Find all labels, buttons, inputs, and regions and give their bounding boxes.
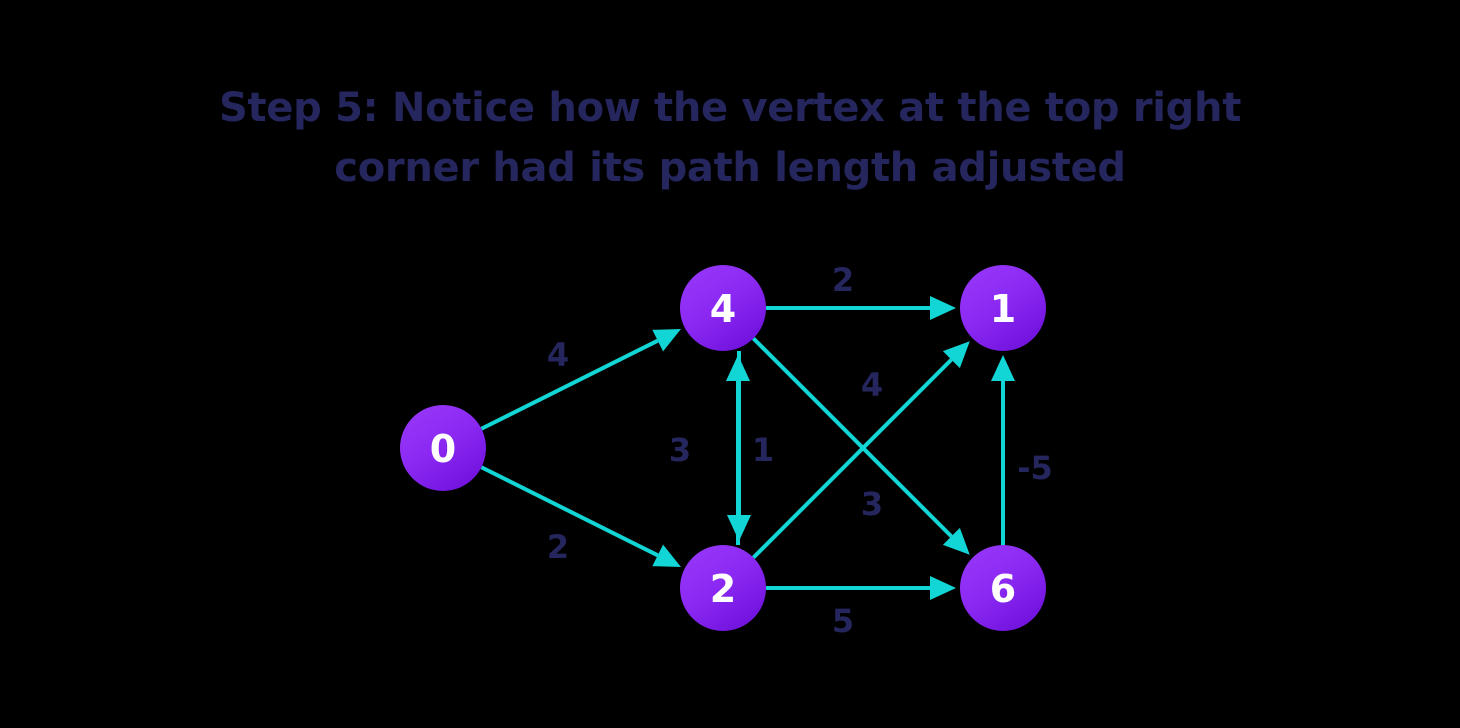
arrowhead-2-to-6 bbox=[930, 576, 956, 600]
arrowhead-6-to-1 bbox=[991, 355, 1015, 381]
node-label-1: 1 bbox=[990, 287, 1016, 331]
graph-node-2[interactable]: 2 bbox=[680, 545, 766, 631]
graph-node-1[interactable]: 1 bbox=[960, 265, 1046, 351]
arrowhead-0-to-2 bbox=[652, 544, 681, 567]
edge-2-to-1 bbox=[751, 358, 953, 560]
edge-0-to-2 bbox=[480, 465, 659, 558]
edge-weight-4-to-2: 3 bbox=[669, 431, 691, 469]
node-label-2: 2 bbox=[710, 567, 736, 611]
edge-weight-0-to-4: 4 bbox=[547, 336, 569, 374]
edge-weight-4-to-1: 2 bbox=[832, 261, 854, 299]
graph-node-0[interactable]: 0 bbox=[400, 405, 486, 491]
node-label-4: 4 bbox=[710, 287, 736, 331]
edge-weight-0-to-2: 2 bbox=[547, 528, 569, 566]
node-circle-0[interactable] bbox=[400, 405, 486, 491]
arrowhead-0-to-4 bbox=[652, 329, 681, 352]
edge-4-to-6 bbox=[751, 336, 953, 538]
edge-weight-2-to-4: 1 bbox=[752, 431, 774, 469]
graph-node-4[interactable]: 4 bbox=[680, 265, 766, 351]
edge-0-to-4 bbox=[480, 338, 659, 431]
arrowhead-4-to-1 bbox=[930, 296, 956, 320]
graph-node-6[interactable]: 6 bbox=[960, 545, 1046, 631]
arrowhead-4-to-6 bbox=[942, 527, 970, 555]
edge-weight-2-to-1: 4 bbox=[861, 366, 883, 404]
edge-weight-6-to-1: -5 bbox=[1017, 449, 1053, 487]
node-label-0: 0 bbox=[430, 427, 456, 471]
edge-weight-labels: 4 2 3 1 2 3 4 5 -5 bbox=[547, 261, 1053, 640]
edge-weight-2-to-6: 5 bbox=[832, 602, 854, 640]
arrowhead-2-to-1 bbox=[942, 341, 970, 369]
node-circle-4[interactable] bbox=[680, 265, 766, 351]
arrowhead-2-to-4 bbox=[726, 355, 750, 381]
node-circle-6[interactable] bbox=[960, 545, 1046, 631]
nodes-layer: 0 4 2 1 6 bbox=[400, 265, 1046, 631]
edge-weight-4-to-6: 3 bbox=[861, 485, 883, 523]
node-label-6: 6 bbox=[990, 567, 1016, 611]
edges-layer bbox=[480, 296, 1015, 600]
node-circle-2[interactable] bbox=[680, 545, 766, 631]
node-circle-1[interactable] bbox=[960, 265, 1046, 351]
